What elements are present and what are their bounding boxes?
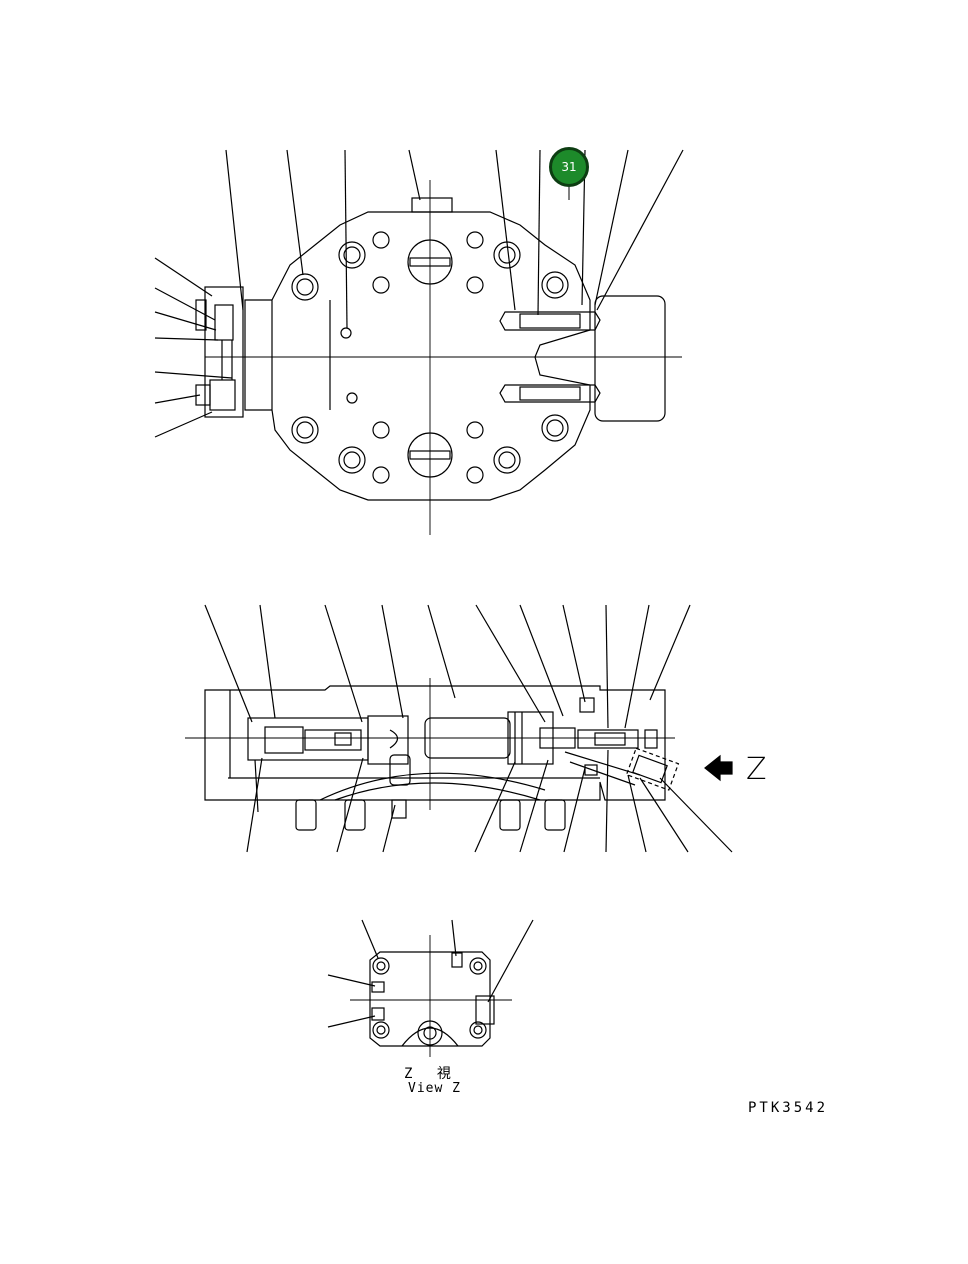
section-body-outline xyxy=(204,685,666,801)
callout-number: 31 xyxy=(561,160,577,174)
valve-body-outline xyxy=(271,211,591,501)
right-cover xyxy=(594,295,666,422)
drawing-number: PTK3542 xyxy=(748,1100,829,1116)
view-caption-japanese: Z 視 xyxy=(404,1066,459,1082)
side-section-view xyxy=(185,604,733,853)
view-caption-english: View Z xyxy=(408,1081,461,1096)
corner-bolt xyxy=(291,241,569,474)
top-view xyxy=(154,149,684,535)
view-z-letter: Z xyxy=(746,752,767,787)
view-z-arrow xyxy=(704,754,733,782)
view-z-plate xyxy=(369,951,491,1047)
callout-31[interactable]: 31 xyxy=(549,147,589,187)
view-z-drawing xyxy=(327,919,534,1057)
